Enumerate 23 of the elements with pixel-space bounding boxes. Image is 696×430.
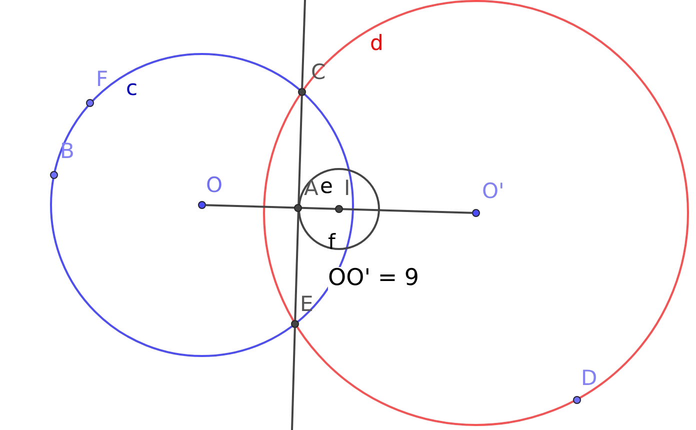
point-label: E: [300, 294, 314, 315]
point-dot: [86, 99, 94, 107]
point-dot: [298, 88, 306, 96]
circle-name: e: [320, 176, 333, 197]
circle-name: d: [370, 33, 384, 54]
point-dot: [573, 396, 581, 404]
measurement-text: OO' = 9: [328, 267, 420, 290]
point-label: O: [206, 175, 223, 196]
point-label: F: [96, 69, 108, 90]
point-dot: [335, 205, 343, 213]
point-label: I: [344, 178, 350, 199]
point-dot: [294, 204, 302, 212]
line-segment: [294, 96, 303, 320]
point-dot: [472, 209, 480, 217]
point-dot: [50, 171, 58, 179]
point-label: O': [482, 181, 504, 202]
point-label: A: [304, 178, 318, 199]
line-segment: [206, 204, 472, 214]
point-dot: [291, 320, 299, 328]
circle-name: c: [126, 78, 138, 99]
point-dot: [198, 201, 206, 209]
point-label: D: [581, 368, 598, 389]
point-label: B: [60, 141, 74, 162]
